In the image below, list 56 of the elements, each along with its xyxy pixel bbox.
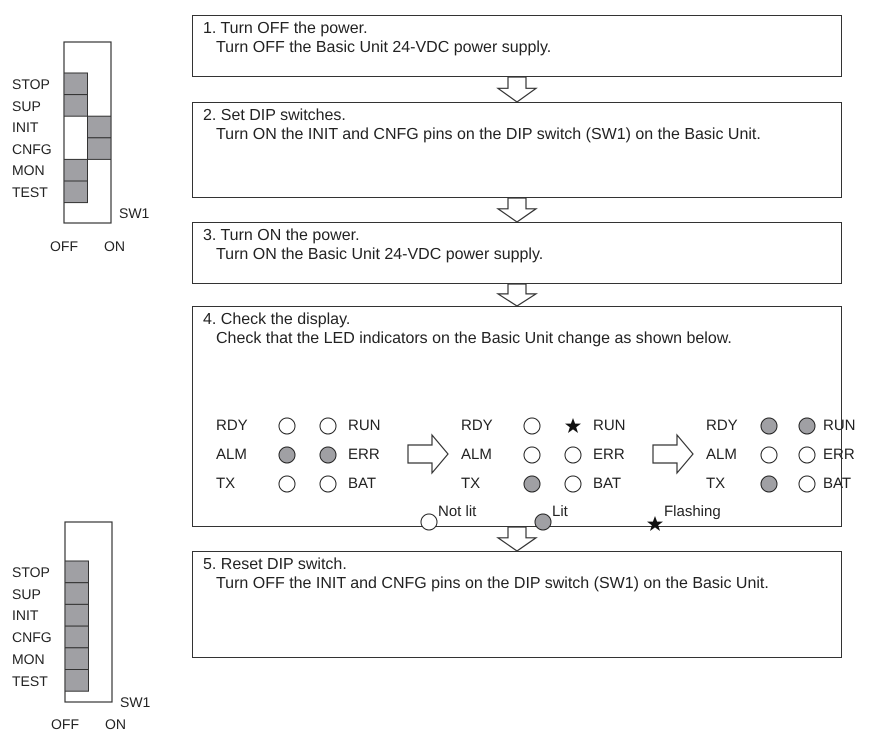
switch-label: SW1: [119, 205, 150, 221]
led-label: ALM: [706, 446, 737, 464]
step-heading: 2. Set DIP switches.: [203, 106, 346, 125]
pin-label: CNFG: [12, 140, 52, 157]
led-label: RDY: [706, 417, 738, 435]
step-box: [192, 222, 842, 284]
step-box: [192, 551, 842, 658]
off-label: OFF: [51, 716, 79, 731]
step-heading: 1. Turn OFF the power.: [203, 19, 368, 38]
step-description: Turn ON the INIT and CNFG pins on the DIP switch (SW1) on the Basic Unit.: [216, 125, 762, 144]
block-arrow: [496, 197, 538, 223]
pin-label: TEST: [12, 184, 48, 200]
block-arrow: [496, 526, 538, 552]
step-heading: 3. Turn ON the power.: [203, 226, 360, 245]
step-description: Turn OFF the Basic Unit 24-VDC power supply.: [216, 38, 552, 57]
step-description: Turn ON the Basic Unit 24-VDC power supply.: [216, 245, 544, 264]
led-label: ALM: [216, 446, 247, 464]
step-box: [192, 15, 842, 77]
switch-label: SW1: [120, 694, 150, 710]
led-label: TX: [706, 475, 726, 493]
off-label: OFF: [50, 238, 78, 254]
block-arrow: [652, 433, 694, 475]
pin-label: MON: [12, 162, 45, 178]
pin-label: SUP: [12, 586, 41, 602]
led-label: ALM: [461, 446, 492, 464]
block-arrow: [407, 433, 449, 475]
on-label: ON: [105, 716, 126, 731]
led-label: ERR: [348, 446, 380, 464]
pin-label: INIT: [12, 119, 38, 136]
led-label: TX: [216, 475, 236, 493]
pin-label: SUP: [12, 98, 41, 114]
led-label: RDY: [461, 417, 493, 435]
legend-text: Not lit: [438, 503, 476, 521]
step-heading: 5. Reset DIP switch.: [203, 555, 347, 574]
led-label: TX: [461, 475, 480, 493]
on-label: ON: [104, 238, 125, 254]
step-heading: 4. Check the display.: [203, 310, 350, 329]
pin-label: MON: [12, 650, 45, 667]
pin-label: INIT: [12, 607, 38, 624]
led-label: RUN: [593, 417, 626, 435]
step-box: [192, 102, 842, 198]
pin-label: STOP: [12, 564, 50, 580]
led-label: BAT: [348, 475, 376, 493]
step-description: Check that the LED indicators on the Basic Unit change as shown below.: [216, 329, 733, 348]
led-label: ERR: [593, 446, 625, 464]
led-label: RUN: [348, 417, 380, 435]
pin-label: STOP: [12, 76, 50, 92]
led-label: RDY: [216, 417, 248, 435]
pin-label: CNFG: [12, 629, 52, 646]
block-arrow: [496, 283, 538, 307]
block-arrow: [496, 76, 538, 103]
step-description: Turn OFF the INIT and CNFG pins on the DIP switch (SW1) on the Basic Unit.: [216, 574, 770, 593]
pin-label: TEST: [12, 672, 48, 688]
led-label: BAT: [593, 475, 622, 493]
legend-text: Flashing: [664, 503, 721, 521]
legend-text: Lit: [552, 503, 568, 521]
